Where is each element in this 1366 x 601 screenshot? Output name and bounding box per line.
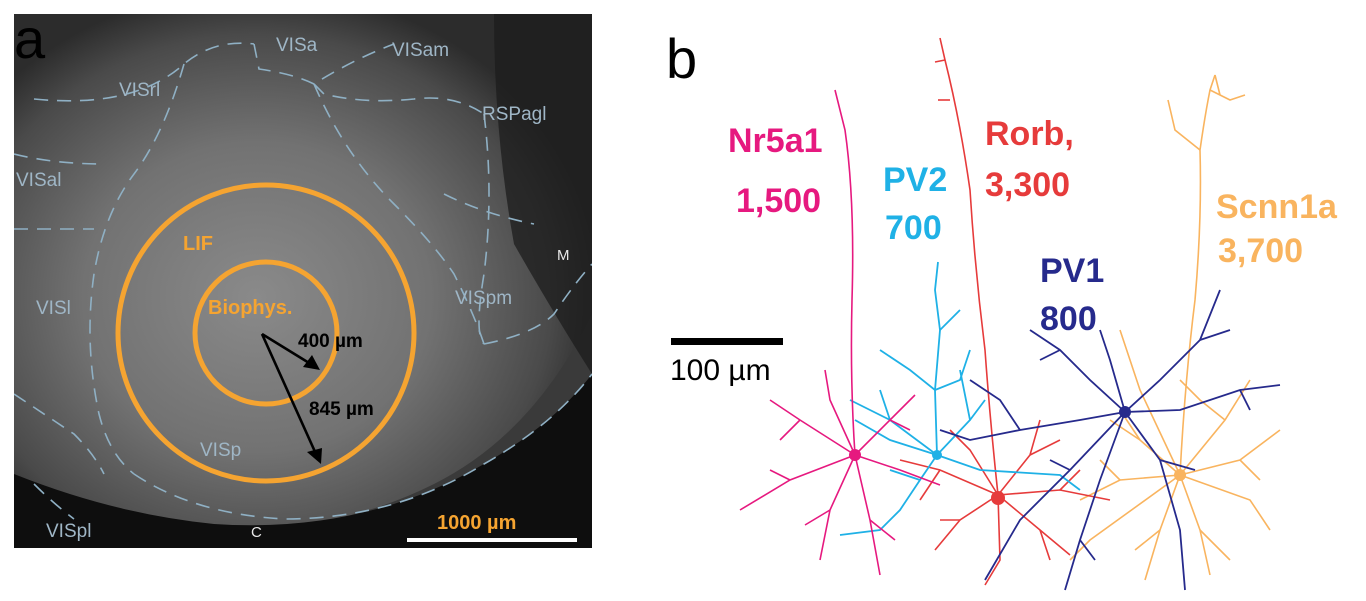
inner-arrowhead — [303, 355, 320, 370]
bright-region — [14, 14, 234, 109]
neuron-rorb — [899, 37, 1111, 586]
region-label-vispl: VISpl — [46, 521, 91, 542]
dark-edge-bottom — [14, 374, 592, 548]
neuron-nr5a1 — [739, 89, 941, 576]
orientation-caudal: C — [251, 524, 262, 541]
region-label-visl: VISl — [36, 298, 71, 319]
scalebar-b-label: 100 µm — [670, 354, 771, 387]
region-label-rspagl: RSPagl — [482, 104, 546, 125]
soma-nr5a1 — [849, 449, 861, 461]
radius-arrows — [260, 332, 318, 455]
panel-a-letter-svg: a — [14, 7, 46, 70]
region-label-vispm: VISpm — [455, 288, 512, 309]
panel-a-letter: a — [14, 7, 46, 70]
label-pv2-count: 700 — [885, 209, 942, 247]
outer-arrowhead — [307, 448, 322, 464]
orientation-medial: M — [557, 247, 570, 264]
inner-radius-label: 400 µm — [298, 331, 363, 352]
region-borders — [14, 42, 592, 520]
biophys-label: Biophys. — [208, 297, 292, 319]
region-label-visp: VISp — [200, 440, 241, 461]
label-nr5a1-count: 1,500 — [736, 182, 821, 220]
neuron-scnn1a — [1069, 74, 1281, 581]
outer-radius-label: 845 µm — [309, 399, 374, 420]
panel-b-letter: b — [666, 27, 697, 90]
neuron-pv1 — [939, 289, 1281, 591]
scalebar-b — [671, 338, 783, 345]
soma-pv1 — [1119, 406, 1131, 418]
label-scnn1a-name: Scnn1a — [1216, 188, 1338, 226]
label-pv2-name: PV2 — [883, 161, 947, 199]
region-label-visal: VISal — [16, 170, 61, 191]
dark-edge-right — [494, 14, 592, 374]
soma-rorb — [991, 491, 1005, 505]
label-rorb-name: Rorb, — [985, 115, 1074, 153]
lif-ring — [115, 182, 417, 484]
label-pv1-name: PV1 — [1040, 252, 1104, 290]
region-label-visrl: VISrl — [119, 80, 160, 101]
soma-pv2 — [932, 450, 942, 460]
soma-scnn1a — [1174, 469, 1186, 481]
scalebar-a-label: 1000 µm — [437, 512, 516, 534]
scalebar-a — [407, 538, 577, 542]
region-label-visam: VISam — [392, 40, 449, 61]
lif-label: LIF — [183, 233, 213, 255]
panel-b-neuron-morphologies: b — [640, 0, 1366, 601]
label-pv1-count: 800 — [1040, 300, 1097, 338]
region-label-visa: VISa — [276, 35, 318, 56]
neurons-svg: b — [666, 27, 1338, 591]
panel-a-cortex-map: VISa VISam VISrl RSPagl VISal VISl VISpm… — [14, 14, 592, 548]
label-rorb-count: 3,300 — [985, 166, 1070, 204]
cortex-map-svg: VISa VISam VISrl RSPagl VISal VISl VISpm… — [14, 14, 592, 548]
label-scnn1a-count: 3,700 — [1218, 232, 1303, 270]
label-nr5a1-name: Nr5a1 — [728, 122, 823, 160]
biophys-ring — [192, 259, 340, 407]
